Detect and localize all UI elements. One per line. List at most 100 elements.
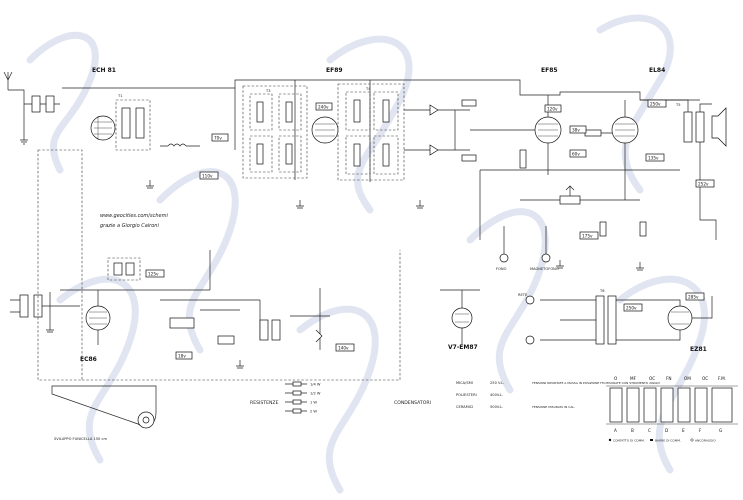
svg-text:E: E xyxy=(682,428,685,433)
svg-text:FN: FN xyxy=(666,376,672,381)
resistor-watt-row: 2 W xyxy=(285,408,317,414)
tube-ef89-label: EF89 xyxy=(326,67,343,74)
resistor-watt-row: 1/2 W xyxy=(285,390,321,396)
svg-text:175v: 175v xyxy=(582,234,593,239)
svg-text:T1: T1 xyxy=(117,94,122,98)
tone-control xyxy=(479,169,680,240)
credit-thanks: grazie a Giorgio Caironi xyxy=(100,223,159,229)
svg-text:BARRE DI COMM.: BARRE DI COMM. xyxy=(655,439,681,443)
oscillator-coil xyxy=(160,143,200,147)
svg-text:125v: 125v xyxy=(148,272,159,277)
voltage-tag: 250v xyxy=(647,99,667,108)
input-jacks: FONO MAGNETOFONO xyxy=(496,226,559,271)
svg-text:C: C xyxy=(648,428,651,433)
svg-text:OC: OC xyxy=(649,376,655,381)
voltage-tag: 135v xyxy=(645,153,665,162)
svg-text:240v: 240v xyxy=(318,105,329,110)
resistors-title: RESISTENZE xyxy=(250,400,279,406)
svg-text:1 W: 1 W xyxy=(310,401,317,405)
tube-em87-label: V7-EM87 xyxy=(448,344,478,351)
tube-em87: V7-EM87 xyxy=(448,307,478,351)
voltage-tag: 140v xyxy=(335,343,355,352)
rete-label: RETE xyxy=(518,293,528,297)
b-plus-rail xyxy=(62,79,700,101)
tube-ef85: EF85 xyxy=(534,67,562,144)
svg-text:135v: 135v xyxy=(648,156,659,161)
capacitor-legend: CONDENSATORI MICA/SMI 250 V.L. POLIESTER… xyxy=(394,381,504,409)
svg-text:T5: T5 xyxy=(675,103,680,107)
fm-if-transformer xyxy=(107,257,141,281)
switch-table-grid xyxy=(609,387,733,423)
voltage-tag: 285v xyxy=(685,292,705,301)
fono-label: FONO xyxy=(496,267,507,271)
magnetofono-label: MAGNETOFONO xyxy=(530,267,559,271)
svg-text:T6: T6 xyxy=(599,289,605,293)
svg-text:18v: 18v xyxy=(178,354,186,359)
tube-el84-label: EL84 xyxy=(649,67,665,74)
svg-text:252v: 252v xyxy=(698,182,709,187)
svg-text:CONTATTO DI COMM.: CONTATTO DI COMM. xyxy=(613,439,645,443)
svg-text:G: G xyxy=(719,428,722,433)
svg-text:250 V.L.: 250 V.L. xyxy=(490,381,504,385)
svg-text:OM: OM xyxy=(684,376,691,381)
svg-text:O: O xyxy=(614,376,618,381)
notes: TENSIONI RIPORTATE A MASSA IN POSIZIONE … xyxy=(531,381,661,409)
credit-url: www.geocities.com/schemi xyxy=(100,213,168,219)
svg-text:ANCORAGGIO: ANCORAGGIO xyxy=(695,439,716,443)
svg-text:285v: 285v xyxy=(688,295,699,300)
svg-text:60v: 60v xyxy=(572,152,580,157)
dial-cord: SVILUPPO FUNICELLA 150 cm xyxy=(51,385,157,441)
switch-table-row-letters: A B C D E F G xyxy=(614,428,722,433)
tube-ec86: EC86 xyxy=(80,305,111,363)
voltage-tags: 70v 110v 240v 38v 135v 252v 120v 175v 60… xyxy=(145,99,715,360)
tube-ech81-label: ECH 81 xyxy=(92,67,116,74)
tube-ez81-label: EZ81 xyxy=(690,346,707,353)
svg-text:2 W: 2 W xyxy=(310,410,317,414)
tube-ech81: ECH 81 xyxy=(90,67,116,141)
svg-text:1/4 W: 1/4 W xyxy=(310,383,321,387)
switch-table-legend: CONTATTO DI COMM. BARRE DI COMM. ANCORAG… xyxy=(608,439,716,443)
resistor-watt-row: 1 W xyxy=(285,399,317,405)
svg-text:250v: 250v xyxy=(626,306,637,311)
svg-text:500V.L.: 500V.L. xyxy=(490,405,503,409)
svg-text:OC: OC xyxy=(702,376,708,381)
voltage-tag: 120v xyxy=(544,104,562,113)
output-transformer: T5 xyxy=(640,99,727,240)
voltage-tag: 60v xyxy=(569,149,587,158)
voltage-tag: 250v xyxy=(623,303,643,312)
capacitors-title: CONDENSATORI xyxy=(394,400,431,406)
if-transformer-3: T4 xyxy=(337,83,405,181)
resistor-legend: RESISTENZE 1/4 W 1/2 W 1 W 2 W xyxy=(250,381,321,414)
voltage-tag: 175v xyxy=(579,231,599,240)
svg-text:D: D xyxy=(665,428,668,433)
svg-text:T4: T4 xyxy=(365,87,371,91)
tuning-gang xyxy=(37,149,83,381)
dial-caption: SVILUPPO FUNICELLA 150 cm xyxy=(54,437,107,441)
voltage-tag: 110v xyxy=(199,171,219,180)
svg-text:B: B xyxy=(631,428,634,433)
svg-text:TENSIONE MISURATA IN CAL.: TENSIONE MISURATA IN CAL. xyxy=(531,405,575,409)
voltage-tag: 252v xyxy=(695,179,715,188)
voltage-tag: 70v xyxy=(211,133,229,142)
voltage-tag: 38v xyxy=(569,125,587,134)
svg-text:70v: 70v xyxy=(214,136,222,141)
svg-text:140v: 140v xyxy=(338,346,349,351)
rete-plug: RETE xyxy=(518,293,535,345)
svg-text:F.M.: F.M. xyxy=(718,376,726,381)
antenna-input xyxy=(3,71,60,145)
svg-text:120v: 120v xyxy=(547,107,558,112)
svg-text:250v: 250v xyxy=(650,102,661,107)
tube-ec86-label: EC86 xyxy=(80,356,97,363)
ratio-detector xyxy=(404,99,477,162)
resistor-watt-row: 1/4 W xyxy=(285,381,321,387)
switch-table: O MF OC FN OM OC F.M. A B C D E F G xyxy=(606,376,738,443)
svg-text:F: F xyxy=(699,428,702,433)
tube-ef85-label: EF85 xyxy=(541,67,558,74)
fm-input-coil xyxy=(10,292,80,333)
if-transformer-1: T1 xyxy=(115,94,151,151)
svg-text:1/2 W: 1/2 W xyxy=(310,392,321,396)
credit: www.geocities.com/schemi grazie a Giorgi… xyxy=(100,213,168,229)
svg-text:MF: MF xyxy=(630,376,637,381)
svg-text:400V.L.: 400V.L. xyxy=(490,393,503,397)
